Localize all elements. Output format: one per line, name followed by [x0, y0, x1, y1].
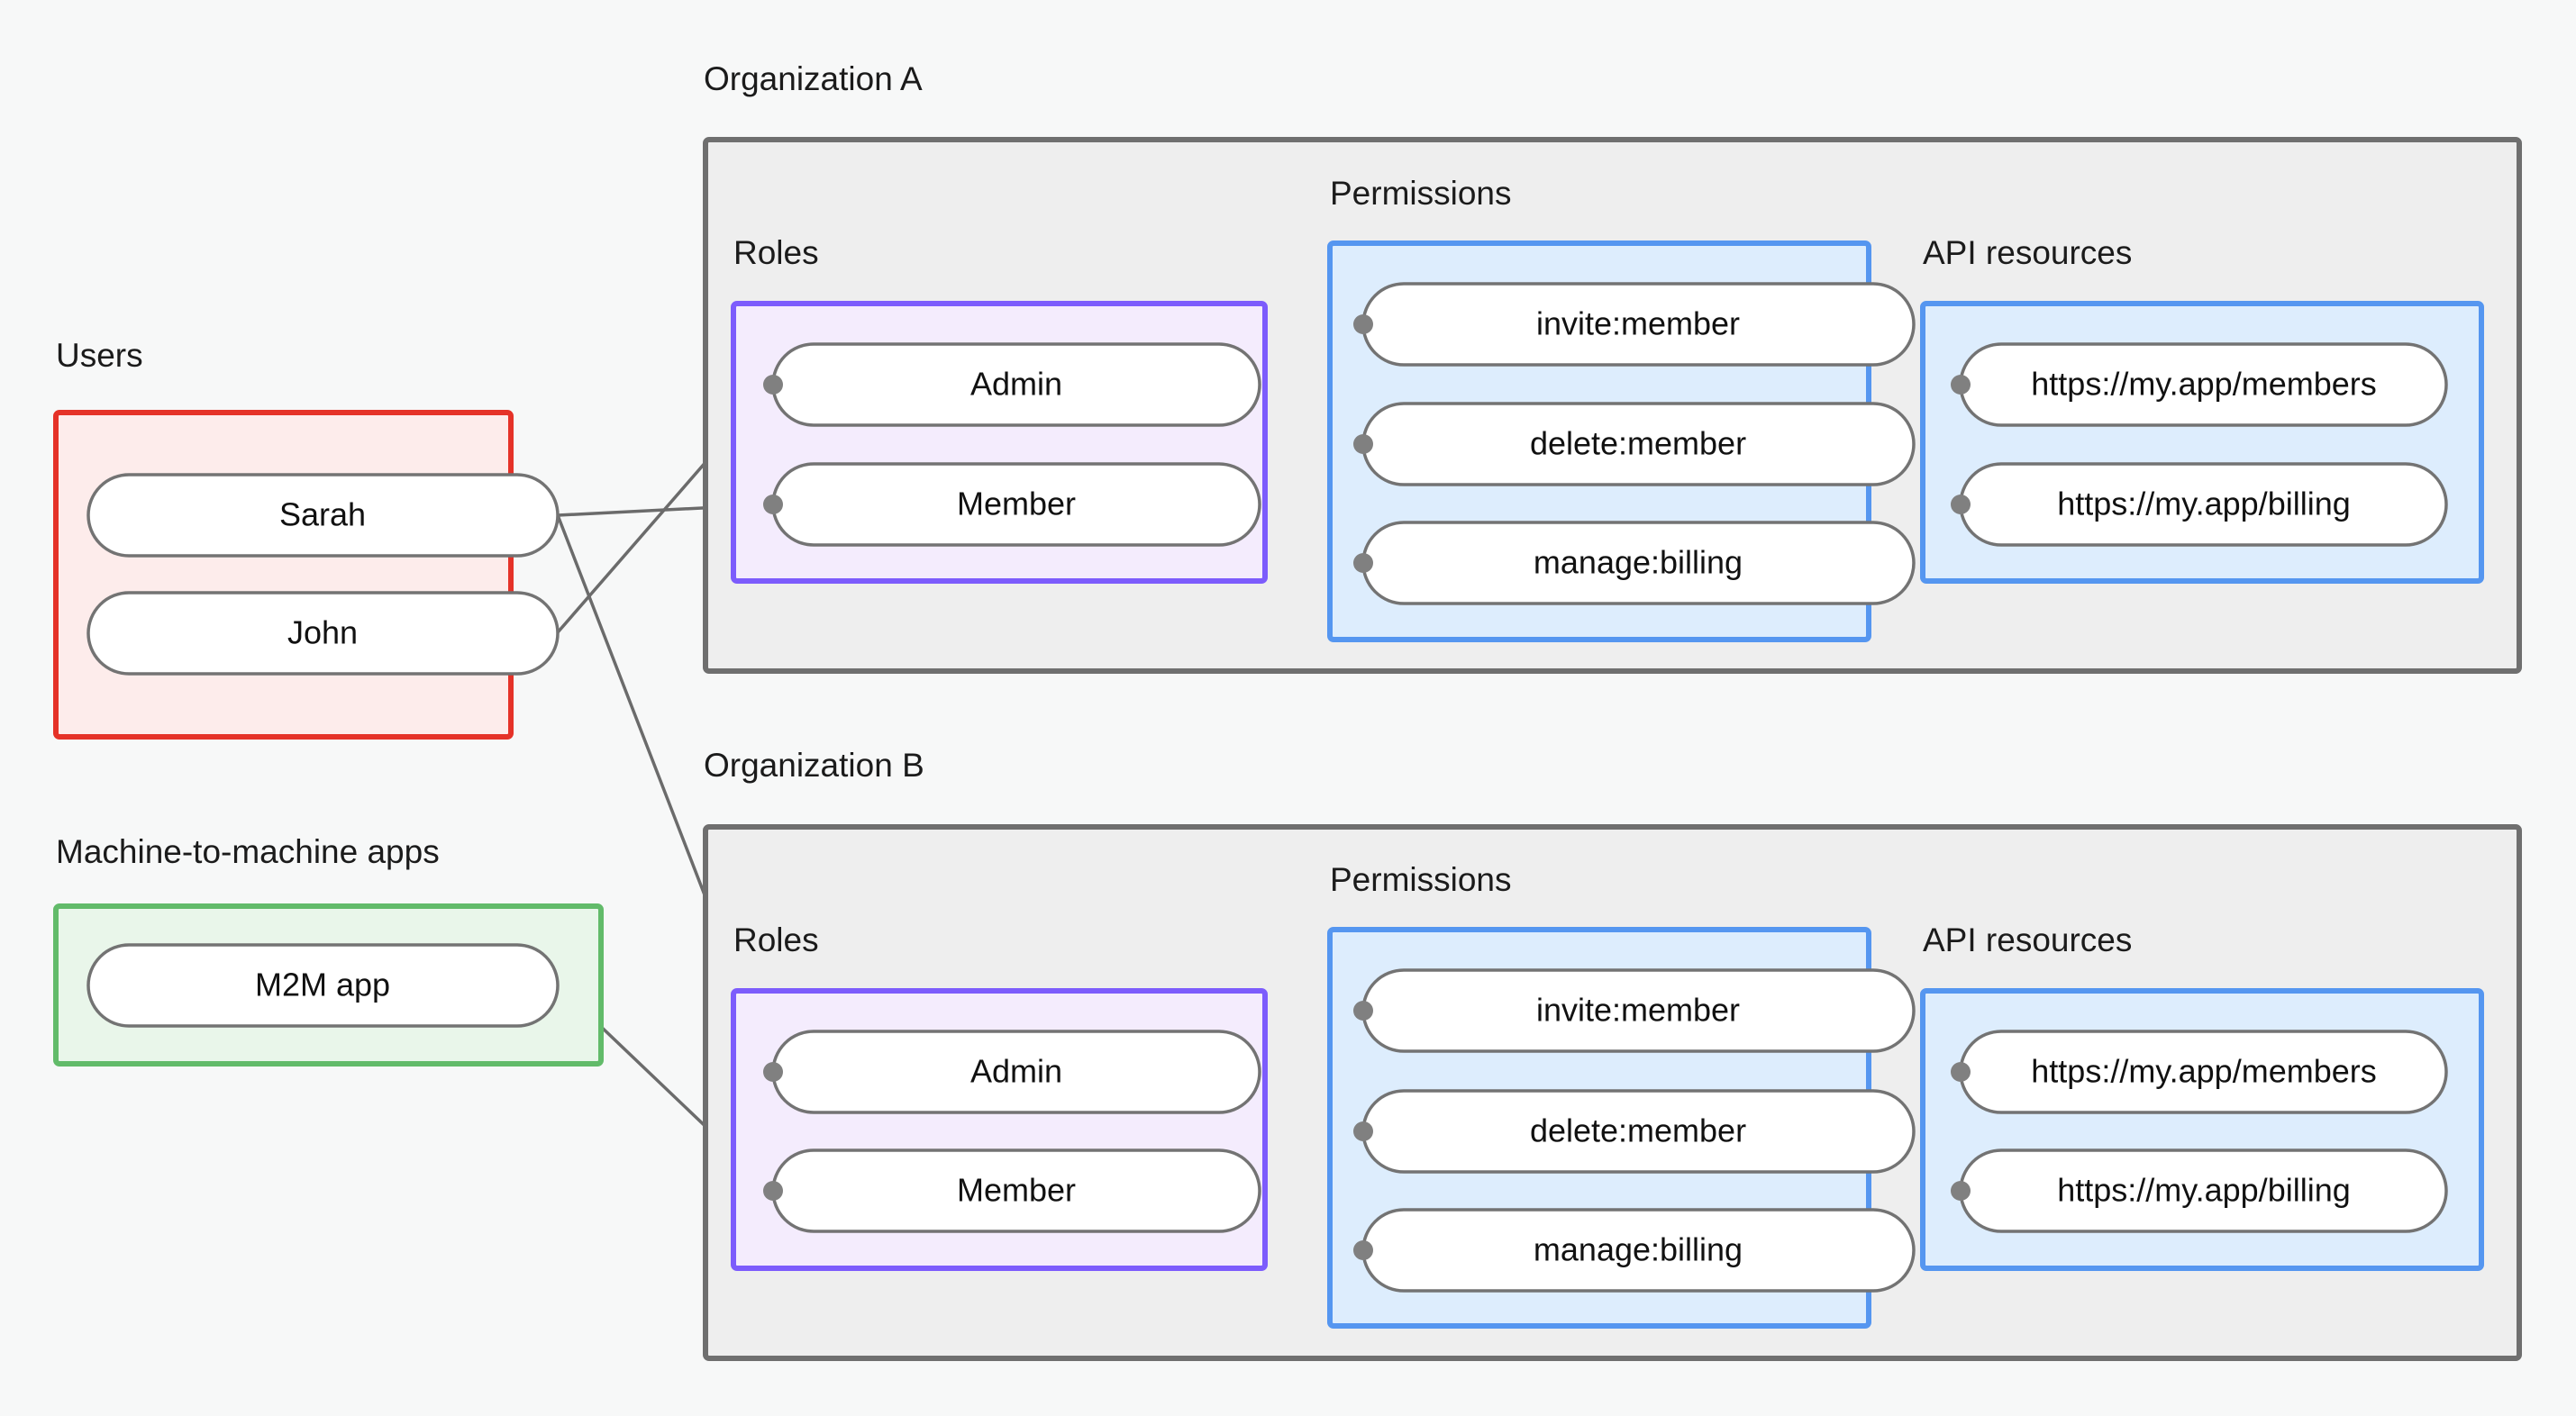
- org-a-role-member[interactable]: Member: [771, 462, 1261, 547]
- org-a-api-resources-label: API resources: [1923, 234, 2132, 271]
- user-node-john-label: John: [287, 614, 358, 651]
- org-a-roles-label: Roles: [733, 234, 819, 271]
- org-b-permission-manage-billing[interactable]: manage:billing: [1361, 1208, 1916, 1293]
- org-a-role-admin-label: Admin: [970, 366, 1062, 403]
- org-b-role-admin[interactable]: Admin: [771, 1030, 1261, 1114]
- org-a-permission-invite-member-label: invite:member: [1536, 305, 1740, 342]
- users-box: [53, 410, 514, 740]
- connector-dot: [1353, 314, 1373, 334]
- org-b-api-resource-billing-label: https://my.app/billing: [2057, 1172, 2351, 1209]
- org-a-permission-delete-member[interactable]: delete:member: [1361, 402, 1916, 486]
- org-b-role-member-label: Member: [957, 1172, 1076, 1209]
- org-b-role-admin-label: Admin: [970, 1053, 1062, 1090]
- org-a-permission-invite-member[interactable]: invite:member: [1361, 282, 1916, 367]
- connector-dot: [1353, 1121, 1373, 1141]
- org-a-title: Organization A: [704, 60, 923, 97]
- connector-dot: [763, 1062, 783, 1082]
- org-b-permission-invite-member[interactable]: invite:member: [1361, 968, 1916, 1053]
- connector-dot: [1951, 1181, 1971, 1201]
- org-b-permission-invite-member-label: invite:member: [1536, 992, 1740, 1029]
- org-b-permission-delete-member-label: delete:member: [1530, 1112, 1746, 1149]
- connector-dot: [1951, 375, 1971, 395]
- connector-dot: [763, 375, 783, 395]
- org-b-api-resource-billing[interactable]: https://my.app/billing: [1959, 1148, 2448, 1233]
- org-b-title: Organization B: [704, 747, 924, 784]
- connector-dot: [1353, 1240, 1373, 1260]
- org-a-permissions-label: Permissions: [1330, 175, 1512, 212]
- org-a-api-resource-members-label: https://my.app/members: [2031, 366, 2376, 403]
- connector-dot: [1951, 1062, 1971, 1082]
- connector-dot: [763, 1181, 783, 1201]
- org-b-roles-label: Roles: [733, 921, 819, 958]
- connector-dot: [1353, 553, 1373, 573]
- org-a-api-resource-members[interactable]: https://my.app/members: [1959, 342, 2448, 427]
- connector-dot: [1951, 495, 1971, 514]
- connector-dot: [1353, 1001, 1373, 1021]
- m2m-node-app-label: M2M app: [255, 967, 390, 1003]
- org-a-role-member-label: Member: [957, 486, 1076, 522]
- org-b-api-resource-members[interactable]: https://my.app/members: [1959, 1030, 2448, 1114]
- org-b-permission-delete-member[interactable]: delete:member: [1361, 1089, 1916, 1174]
- org-a-permission-manage-billing[interactable]: manage:billing: [1361, 521, 1916, 605]
- user-node-john[interactable]: John: [86, 591, 560, 676]
- org-a-permission-delete-member-label: delete:member: [1530, 425, 1746, 462]
- org-a-permission-manage-billing-label: manage:billing: [1534, 544, 1743, 581]
- user-node-sarah[interactable]: Sarah: [86, 473, 560, 558]
- connector-dot: [1353, 434, 1373, 454]
- org-b-role-member[interactable]: Member: [771, 1148, 1261, 1233]
- org-b-api-resource-members-label: https://my.app/members: [2031, 1053, 2376, 1090]
- m2m-group-title: Machine-to-machine apps: [56, 833, 440, 870]
- org-a-api-resource-billing-label: https://my.app/billing: [2057, 486, 2351, 522]
- users-group-title: Users: [56, 337, 143, 374]
- org-a-role-admin[interactable]: Admin: [771, 342, 1261, 427]
- org-b-permissions-label: Permissions: [1330, 861, 1512, 898]
- m2m-node-app[interactable]: M2M app: [86, 943, 560, 1028]
- org-b-permission-manage-billing-label: manage:billing: [1534, 1231, 1743, 1268]
- connector-dot: [763, 495, 783, 514]
- org-b-api-resources-label: API resources: [1923, 921, 2132, 958]
- user-node-sarah-label: Sarah: [279, 496, 366, 533]
- org-a-api-resource-billing[interactable]: https://my.app/billing: [1959, 462, 2448, 547]
